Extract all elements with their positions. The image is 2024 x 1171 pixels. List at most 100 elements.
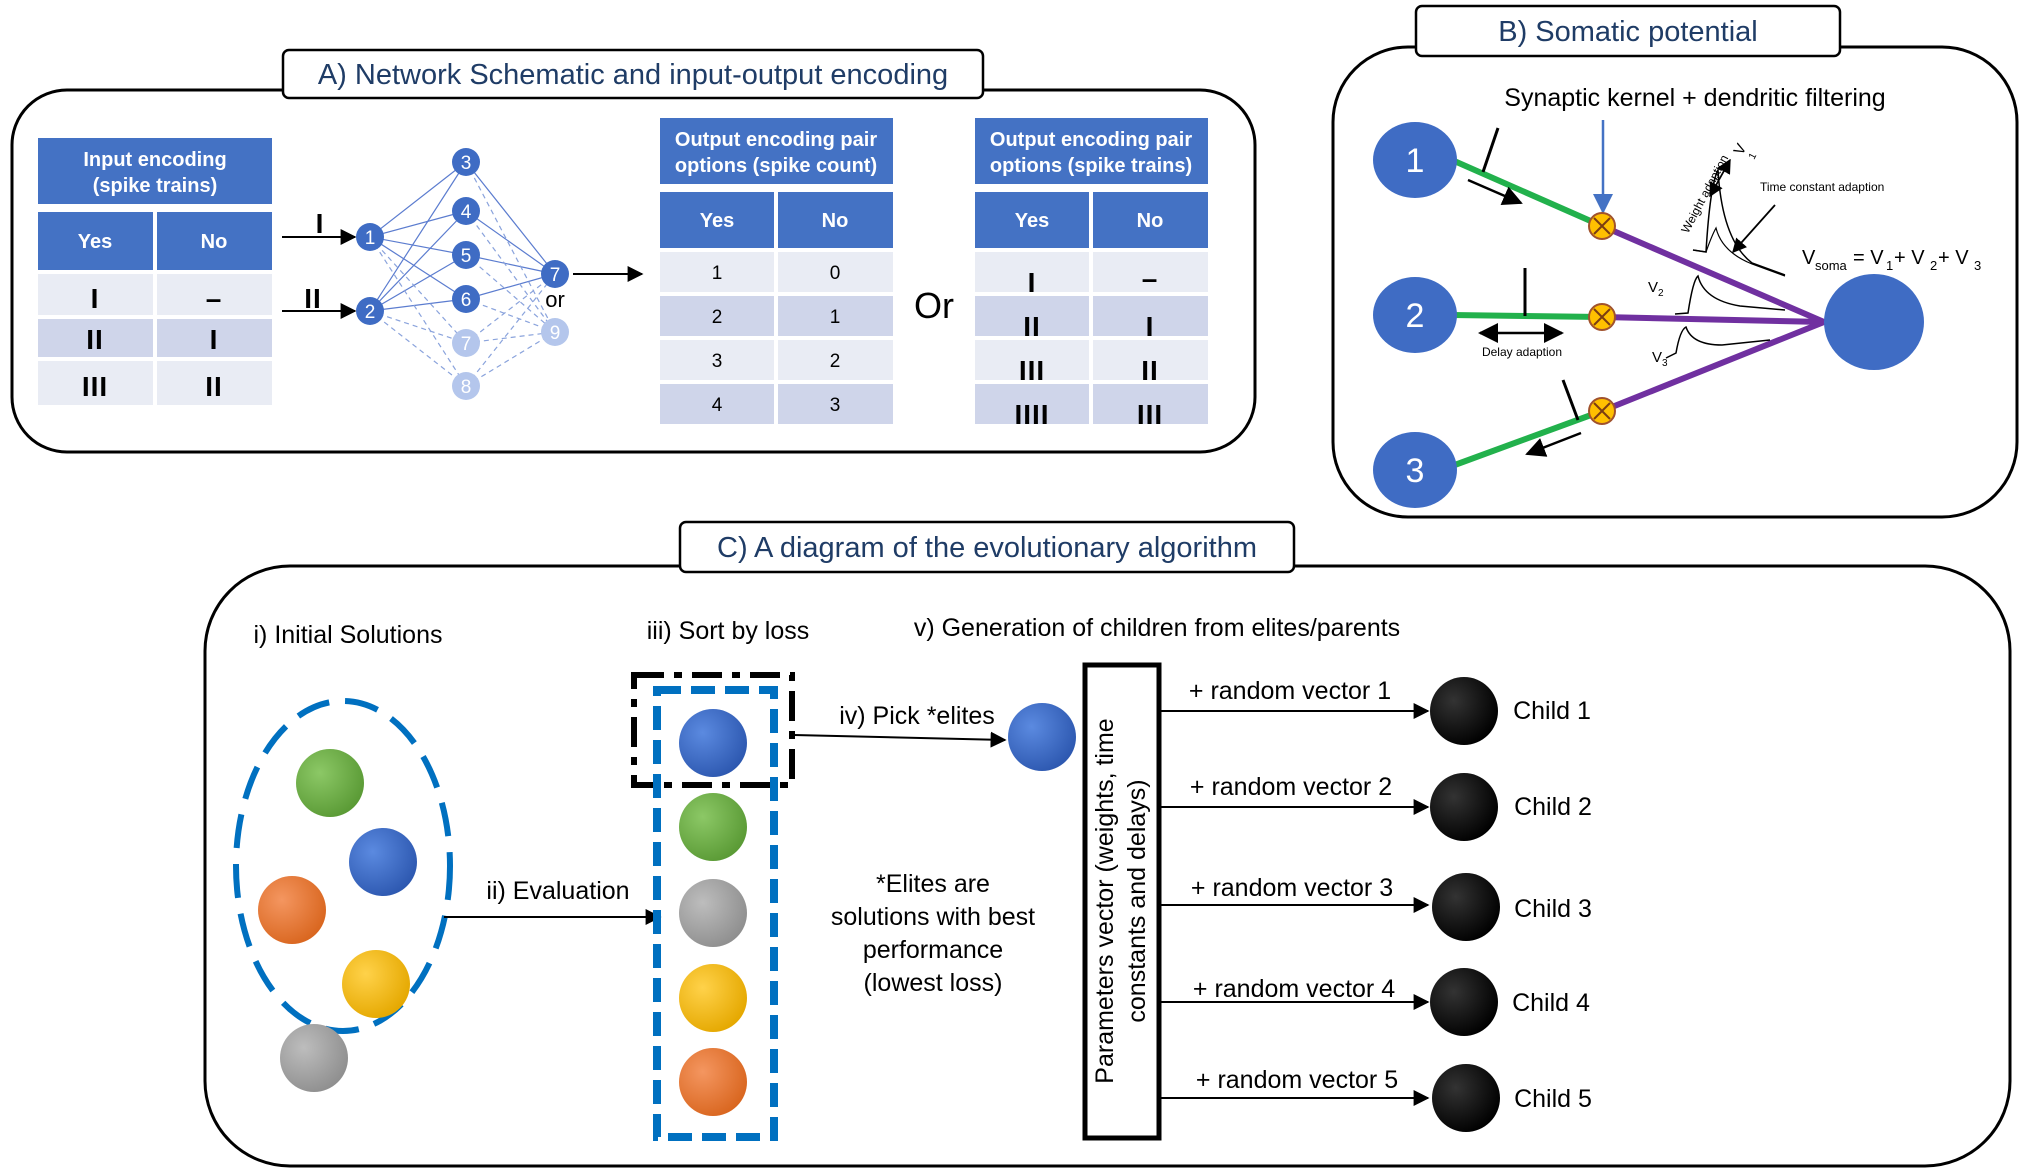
dendrite-purple-3 bbox=[1600, 319, 1826, 414]
train-row-2-no: I bbox=[1146, 311, 1155, 342]
neuron-1 bbox=[1373, 122, 1457, 198]
network-node-1 bbox=[356, 223, 384, 251]
network-node-3 bbox=[452, 148, 480, 176]
panel-a-title-box bbox=[281, 48, 985, 100]
network-node-2-label: 2 bbox=[365, 302, 376, 323]
input-table-header bbox=[38, 138, 272, 204]
count-col-no bbox=[778, 192, 893, 248]
network-node-4-label: 4 bbox=[461, 202, 472, 223]
parameters-vector-box bbox=[1082, 662, 1162, 1141]
network-node-5 bbox=[452, 241, 480, 269]
child-2-node bbox=[1430, 773, 1498, 841]
elite-selection-box bbox=[631, 672, 795, 788]
v2-label: V 2 bbox=[1648, 279, 1664, 299]
dendrite-purple-1 bbox=[1600, 223, 1826, 325]
count-row-2-yes-cell bbox=[660, 296, 774, 336]
delay-adaption-label: Delay adaption bbox=[1482, 345, 1562, 359]
child-4-node bbox=[1430, 968, 1498, 1036]
v3-label: V 3 bbox=[1652, 349, 1668, 369]
v1-sub: 1 bbox=[1747, 151, 1760, 161]
count-col-no-label: No bbox=[822, 210, 849, 232]
count-row-2-no: 1 bbox=[830, 307, 841, 328]
weight-adaption-label: Weight adaption bbox=[1678, 152, 1731, 235]
network-schematic: 1 2 3 4 5 6 7 8 7 or 9 bbox=[356, 148, 569, 400]
network-or-label: or bbox=[545, 287, 565, 312]
child-3-node bbox=[1432, 873, 1500, 941]
input-row-1-no-cell bbox=[157, 274, 272, 315]
train-col-no-label: No bbox=[1137, 210, 1164, 232]
dendrite-purple-2 bbox=[1601, 314, 1825, 325]
input-row-2-no-cell bbox=[157, 319, 272, 357]
input-row-2-no: I bbox=[210, 324, 219, 355]
panel-a: A) Network Schematic and input-output en… bbox=[10, 48, 1257, 454]
input-table-title-2: (spike trains) bbox=[93, 175, 217, 197]
train-row-4-no-cell bbox=[1093, 384, 1208, 424]
random-vector-5: + random vector 5 bbox=[1196, 1066, 1398, 1094]
spike-3 bbox=[1561, 379, 1580, 421]
panel-c-title: C) A diagram of the evolutionary algorit… bbox=[717, 532, 1257, 564]
evaluation-label: ii) Evaluation bbox=[486, 877, 629, 905]
vsoma-rhs-sub3: 3 bbox=[1974, 258, 1981, 273]
soma-equation: V soma = V 1 + V 2 + V 3 bbox=[1802, 247, 1981, 273]
train-row-4-no: III bbox=[1137, 399, 1163, 430]
input-row-3-no-cell bbox=[157, 361, 272, 405]
panel-a-title: A) Network Schematic and input-output en… bbox=[318, 59, 948, 91]
network-node-3-label: 3 bbox=[461, 153, 472, 174]
train-row-3-yes-cell bbox=[975, 340, 1089, 380]
neuron-2 bbox=[1373, 277, 1457, 353]
random-vector-1: + random vector 1 bbox=[1189, 677, 1391, 705]
train-col-yes-label: Yes bbox=[1015, 210, 1049, 232]
v3-letter: V bbox=[1652, 349, 1662, 366]
count-row-3-no: 2 bbox=[830, 351, 841, 372]
count-row-1-no: 0 bbox=[830, 263, 841, 284]
panel-b: B) Somatic potential Synaptic kernel + d… bbox=[1331, 4, 2019, 519]
elites-note-4: (lowest loss) bbox=[864, 969, 1003, 997]
pick-elites-label: iv) Pick *elites bbox=[839, 702, 995, 730]
count-row-3-yes-cell bbox=[660, 340, 774, 380]
network-node-8-label: 8 bbox=[461, 377, 472, 398]
train-table-title-2: options (spike trains) bbox=[990, 155, 1192, 177]
neuron-3 bbox=[1373, 432, 1457, 508]
count-row-4-yes-cell bbox=[660, 384, 774, 424]
network-node-6 bbox=[452, 285, 480, 313]
count-row-4-yes: 4 bbox=[712, 395, 723, 416]
network-node-5-label: 5 bbox=[461, 246, 472, 267]
train-row-4-yes-cell bbox=[975, 384, 1089, 424]
network-node-2 bbox=[356, 297, 384, 325]
child-1-label: Child 1 bbox=[1513, 697, 1591, 725]
pick-elites-arrow bbox=[793, 731, 1007, 748]
input-row-3-yes-cell bbox=[38, 361, 153, 405]
random-vector-2: + random vector 2 bbox=[1190, 773, 1392, 801]
input-arrow-1-label: I bbox=[316, 208, 325, 239]
output-count-table: Output encoding pair options (spike coun… bbox=[660, 118, 893, 424]
count-row-2-no-cell bbox=[778, 296, 893, 336]
synapse-2-cross bbox=[1593, 308, 1611, 326]
count-table-header bbox=[660, 118, 893, 184]
child-2-label: Child 2 bbox=[1514, 793, 1592, 821]
kernel-v3 bbox=[1665, 325, 1771, 359]
vsoma-plus-2: + V bbox=[1894, 247, 1925, 269]
count-col-yes-label: Yes bbox=[700, 210, 734, 232]
input-col-yes-label: Yes bbox=[78, 231, 112, 253]
initial-yellow-solution bbox=[342, 950, 410, 1018]
generation-label: v) Generation of children from elites/pa… bbox=[914, 614, 1400, 642]
input-row-3-no: II bbox=[205, 371, 223, 402]
network-node-7-hidden bbox=[452, 329, 480, 357]
motion-arrow-3 bbox=[1525, 431, 1582, 457]
initial-solutions-group bbox=[233, 698, 453, 1034]
train-row-2-yes: II bbox=[1023, 311, 1041, 342]
vsoma-rhs-sub2: 2 bbox=[1930, 258, 1937, 273]
neuron-1-label: 1 bbox=[1406, 142, 1425, 180]
sorted-orange-solution bbox=[679, 1048, 747, 1116]
initial-orange-solution bbox=[258, 876, 326, 944]
child-4-label: Child 4 bbox=[1512, 989, 1590, 1017]
vsoma-rhs: = V bbox=[1853, 247, 1884, 269]
kernel-v1-original bbox=[1692, 226, 1786, 277]
spike-1 bbox=[1481, 127, 1500, 173]
train-row-4-yes: IIII bbox=[1014, 399, 1049, 430]
panel-b-title-box bbox=[1414, 4, 1842, 58]
dendrite-green-1 bbox=[1450, 157, 1604, 229]
vsoma-sub: soma bbox=[1815, 258, 1848, 273]
sorted-blue-solution bbox=[679, 709, 747, 777]
